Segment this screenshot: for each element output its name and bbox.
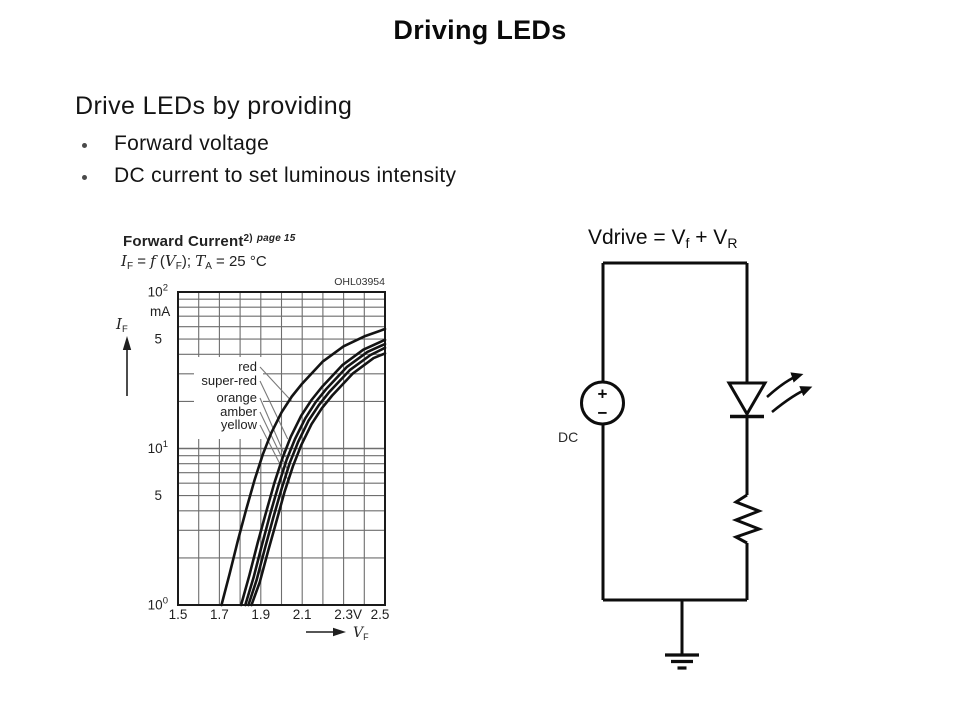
led-symbol [726, 372, 813, 419]
bullet-list: Forward voltage DC current to set lumino… [75, 132, 456, 188]
x-tick-label: 1.7 [210, 607, 229, 622]
curve-label-orange: orange [217, 390, 257, 405]
curve-super-red [239, 338, 387, 607]
dc-source-plus: + [598, 385, 608, 404]
dc-source-minus: − [598, 404, 608, 423]
x-axis-arrowhead-icon [333, 627, 346, 637]
bullet-item: Forward voltage [75, 132, 456, 156]
chart-watermark: OHL03954 [334, 276, 385, 288]
curves [220, 327, 387, 607]
bullet-item: DC current to set luminous intensity [75, 164, 456, 188]
curve-label-amber: amber [220, 404, 258, 419]
chart-title-text: Forward Current [123, 233, 244, 250]
y-tick-label: 101 [148, 439, 168, 456]
bullet-icon [82, 142, 87, 148]
body-heading: Drive LEDs by providing [75, 92, 353, 120]
bullet-icon [82, 174, 87, 180]
curve-yellow [250, 352, 387, 607]
resistor-symbol [731, 493, 764, 545]
bullet-text: DC current to set luminous intensity [114, 164, 457, 187]
x-tick-label: 2.1 [293, 607, 312, 622]
chart-subtitle: IF = f (VF); TA = 25 °C [121, 252, 267, 272]
curve-amber [247, 346, 387, 607]
dc-source-symbol [580, 380, 625, 426]
y-axis-arrowhead-icon [122, 336, 132, 350]
page-title: Driving LEDs [393, 15, 567, 45]
curve-orange [244, 342, 387, 607]
curve-label-super-red: super-red [201, 373, 257, 388]
circuit-wires [601, 261, 749, 655]
y-tick-label: 5 [154, 488, 162, 503]
chart-title: Forward Current2)page 15 [123, 233, 295, 250]
legend-backdrop [194, 357, 263, 439]
curve-label-red: red [238, 359, 257, 374]
led-light-arrows-icon [766, 372, 813, 414]
x-axis-unit: V [353, 607, 362, 622]
y-tick-label: 5 [154, 332, 162, 347]
x-tick-label: 1.5 [169, 607, 188, 622]
led-triangle [726, 381, 768, 417]
curve-label-yellow: yellow [221, 417, 258, 432]
chart-title-footnote: 2) [243, 233, 253, 244]
dc-source-label: DC [558, 429, 578, 445]
x-tick-label: 1.9 [251, 607, 270, 622]
led-drive-circuit-diagram: + − DC [558, 261, 813, 670]
vdrive-equation: Vdrive = Vf + VR [588, 226, 738, 251]
y-axis-unit: mA [150, 304, 170, 319]
bullet-text: Forward voltage [114, 132, 270, 155]
y-axis-name: IF [115, 315, 128, 335]
x-tick-label: 2.5 [371, 607, 390, 622]
x-tick-label: 2.3 [334, 607, 353, 622]
y-tick-label: 102 [148, 283, 168, 300]
chart-title-pagenote: page 15 [256, 233, 296, 244]
curve-red [220, 327, 387, 607]
ground-symbol [665, 653, 699, 670]
body-text-block: Drive LEDs by providing Forward voltage … [75, 92, 456, 196]
plot-border [177, 291, 386, 606]
y-tick-label: 100 [148, 596, 168, 613]
x-axis-name: VF [353, 625, 369, 642]
